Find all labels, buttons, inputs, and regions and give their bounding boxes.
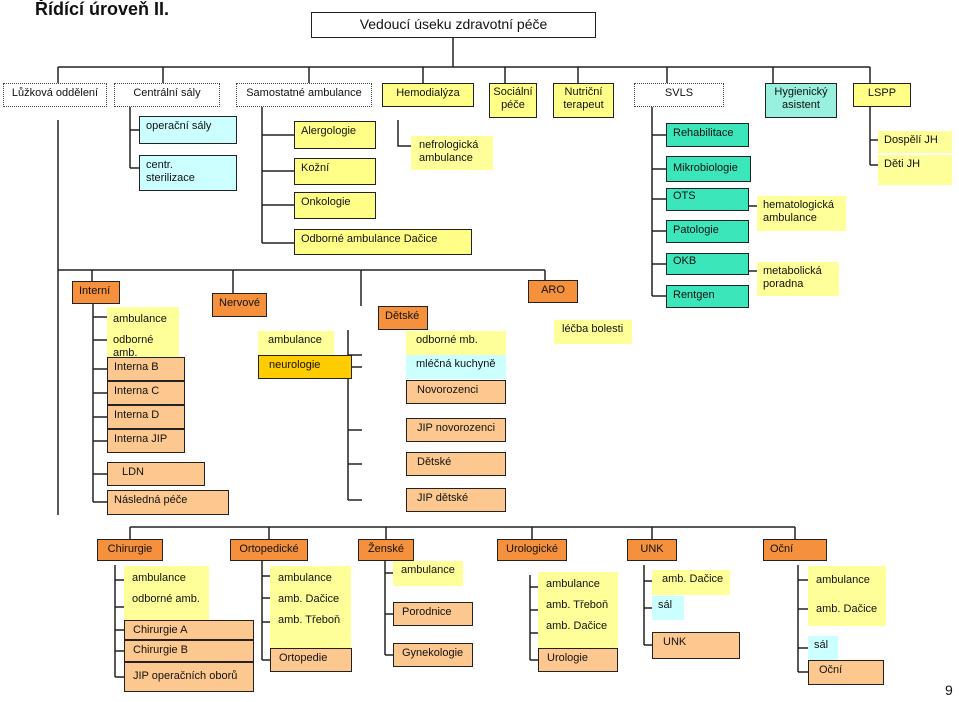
list-item: ambulance [132,572,186,584]
ward-box: Chirurgie B [124,640,254,662]
pathology-box: Patologie [666,220,749,243]
ward-box: JIP dětské [406,488,506,512]
page-title: Řídící úroveň II. [35,0,170,19]
ent-dept: UNK [627,539,677,561]
pain-clinic: léčba bolesti [554,320,632,344]
ward-box: Následná péče [107,490,229,515]
metabolic-clinic: metabolická poradna [757,262,839,296]
internal-outpatient: ambulance odborné amb. [107,307,179,359]
orthopedic-outpatient: ambulance amb. Dačice amb. Třeboň [270,566,351,648]
list-item: odborné amb. [132,593,200,605]
ward-box: Porodnice [393,602,473,626]
ward-box: Urologie [538,648,618,672]
sterilization-box: centr. sterilizace [139,155,237,191]
ward-box: LDN [107,462,205,486]
ward-box: Novorozenci [406,380,506,404]
ward-box: Interna B [107,357,185,381]
eye-outpatient: ambulance amb. Dačice [808,566,886,626]
list-item: odborné amb. [113,334,154,359]
child-emergency: Děti JH [878,155,952,185]
hemodialysis-box: Hemodialýza [382,83,474,107]
outpatient-clinics-box: Samostatné ambulance [236,83,372,107]
gynecology-dept: Ženské [358,539,414,561]
list-item: amb. Třeboň [546,599,609,611]
ent-theatre: sál [652,596,684,620]
neurology-box: neurologie [258,355,352,379]
eye-theatre: sál [808,636,838,660]
list-item: ambulance [546,578,600,590]
nephrology-clinic: nefrologická ambulance [411,136,493,170]
okb-box: OKB [666,253,749,275]
radiology-box: Rentgen [666,285,749,308]
list-item: amb. Třeboň [278,614,341,626]
aro-dept: ARO [528,280,578,303]
surgery-dept: Chirurgie [97,539,163,561]
ent-outpatient: amb. Dačice [652,570,730,595]
neuro-outpatient: ambulance [258,331,334,355]
gyn-outpatient: ambulance [393,561,463,586]
ward-box: Oční [808,660,884,685]
list-item: amb. Dačice [546,620,608,632]
ward-box: Dětské [406,452,506,476]
orthopedic-dept: Ortopedické [230,539,308,561]
milk-kitchen: mléčná kuchyně [406,355,506,379]
adult-emergency: Dospělí JH [878,131,952,153]
ward-box: Interna JIP [107,429,185,453]
pediatric-outpatient: odborné mb. [406,331,506,355]
ward-box: JIP novorozenci [406,418,506,442]
central-theatres-box: Centrální sály [114,83,220,107]
urology-dept: Urologické [497,539,567,561]
ward-box: Chirurgie A [124,620,254,640]
internal-dept: Interní [72,281,120,304]
hygiene-box: Hygienický asistent [765,83,837,118]
nutrition-box: Nutriční terapeut [553,83,614,118]
oncology-box: Onkologie [294,192,376,219]
list-item: ambulance [816,574,870,586]
svls-box: SVLS [634,83,724,107]
hematology-clinic: hematologická ambulance [757,196,846,231]
list-item: amb. Dačice [816,603,878,615]
operating-rooms-box: operační sály [139,116,237,144]
dermatology-box: Kožní [294,158,376,185]
list-item: ambulance [113,313,167,325]
ward-box: Gynekologie [393,643,473,667]
neuro-dept: Nervové [212,293,267,317]
ward-box: Interna C [107,381,185,405]
urology-outpatient: ambulance amb. Třeboň amb. Dačice [538,572,618,648]
ward-box: Ortopedie [270,648,352,672]
ophthalmology-dept: Oční [763,539,827,561]
allergology-box: Alergologie [294,121,376,149]
lspp-box: LSPP [853,83,911,107]
rehabilitation-box: Rehabilitace [666,123,749,147]
ward-box: Interna D [107,405,185,429]
dacice-clinics-box: Odborné ambulance Dačice [294,229,472,255]
list-item: ambulance [278,572,332,584]
ots-box: OTS [666,188,749,211]
surgery-outpatient: ambulance odborné amb. [124,566,209,621]
social-care-box: Sociální péče [489,83,537,118]
inpatient-departments-box: Lůžková oddělení [3,83,107,107]
ward-box: UNK [652,632,740,659]
microbiology-box: Mikrobiologie [666,156,751,182]
head-nurse-box: Vedoucí úseku zdravotní péče [311,12,596,38]
list-item: amb. Dačice [278,593,340,605]
pediatric-dept: Dětské [378,306,428,330]
ward-box: JIP operačních oborů [124,662,254,692]
page-number: 9 [945,682,953,698]
